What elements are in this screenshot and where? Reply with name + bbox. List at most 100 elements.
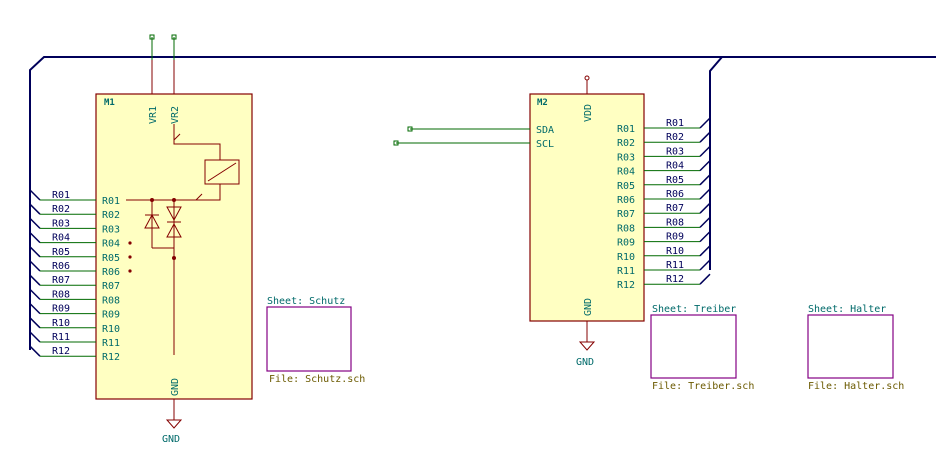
m2-net-label: R07 (666, 203, 684, 214)
m1-net-label: R05 (52, 247, 70, 258)
m1-bus-entry (29, 203, 41, 215)
vr2-no-connect (171, 34, 177, 40)
m1-pin-label: R03 (102, 224, 120, 235)
m2-pin-label: R03 (617, 152, 635, 163)
m1-pin-label: R05 (102, 253, 120, 264)
sheet-schutz-name: Sheet: Schutz (267, 296, 345, 307)
m2-bus-entry (699, 231, 711, 243)
m2-bus-entry (699, 216, 711, 228)
m1-pin-label: R01 (102, 196, 120, 207)
m2-net-label: R12 (666, 274, 684, 285)
m2-right-pins: R01R01R02R02R03R03R04R04R05R05R06R06R07R… (617, 117, 711, 291)
m1-net-label: R04 (52, 233, 70, 244)
m2-bus-entry (699, 117, 711, 129)
m1-pin-label: R12 (102, 352, 120, 363)
m2-pin-label: R10 (617, 252, 635, 263)
m1-pin-gnd: GND (170, 378, 181, 396)
sheet-treiber-name: Sheet: Treiber (652, 304, 736, 315)
m2-pin-label: R01 (617, 124, 635, 135)
sheet-schutz[interactable]: Sheet: Schutz File: Schutz.sch (266, 296, 365, 385)
m1-net-label: R08 (52, 289, 70, 300)
m2-pin-vdd: VDD (583, 104, 594, 122)
m1-relay-symbol (126, 124, 240, 355)
m1-pin-label: R04 (102, 239, 120, 250)
m1-junctions (128, 198, 176, 273)
m2-pin-label: R07 (617, 209, 635, 220)
m2-bus-entry (699, 273, 711, 285)
m2-pin-label: R12 (617, 280, 635, 291)
m1-bus-entry (29, 303, 41, 315)
m2-pin-label: R09 (617, 238, 635, 249)
m1-net-label: R06 (52, 261, 70, 272)
m1-ground-icon (165, 419, 183, 429)
m1-pin-label: R09 (102, 310, 120, 321)
m1-bus-entry (29, 317, 41, 329)
m1-bus-entry (29, 232, 41, 244)
sheet-schutz-file: File: Schutz.sch (269, 374, 365, 385)
m2-net-label: R05 (666, 175, 684, 186)
m1-pin-label: R08 (102, 295, 120, 306)
m1-bus-entry (29, 274, 41, 286)
m1-reference: M1 (104, 98, 115, 108)
m2-body[interactable] (529, 93, 645, 322)
sheet-schutz-box[interactable] (266, 306, 352, 372)
m2-bus-entry (699, 145, 711, 157)
m2-net-label: R06 (666, 189, 684, 200)
m1-pin-vr2: VR2 (170, 106, 181, 124)
m2-net-label: R02 (666, 132, 684, 143)
m2-bus-entry (699, 202, 711, 214)
sda-no-connect (407, 126, 413, 132)
m2-i2c-wires (396, 128, 530, 144)
m1-left-pins: R01R01R02R02R03R03R04R04R05R05R06R06R07R… (29, 189, 120, 363)
m2-pin-label: R08 (617, 223, 635, 234)
m1-pin-label: R02 (102, 210, 120, 221)
sheet-halter-box[interactable] (807, 314, 894, 379)
m1-net-label: R01 (52, 190, 70, 201)
m2-power-icon (584, 75, 590, 81)
m1-net-label: R09 (52, 304, 70, 315)
m2-net-label: R03 (666, 146, 684, 157)
m2-pin-label: R05 (617, 181, 635, 192)
m2-pin-scl: SCL (536, 139, 554, 150)
m1-pin-label: R06 (102, 267, 120, 278)
component-m1[interactable]: M1 VR1 VR2 (29, 34, 253, 445)
m1-bus-entry (29, 288, 41, 300)
m1-bus-entry (29, 189, 41, 201)
m1-bus-entry (29, 217, 41, 229)
sheet-treiber-box[interactable] (650, 314, 737, 379)
m1-pin-label: R10 (102, 324, 120, 335)
m1-bus-entry (29, 331, 41, 343)
m2-net-label: R09 (666, 232, 684, 243)
scl-no-connect (393, 140, 399, 146)
sheet-treiber-file: File: Treiber.sch (652, 381, 754, 392)
m2-net-label: R08 (666, 217, 684, 228)
m2-net-label: R04 (666, 161, 684, 172)
m2-net-label: R01 (666, 118, 684, 129)
m2-pin-label: R02 (617, 138, 635, 149)
m1-pin-vr1: VR1 (148, 106, 159, 124)
m2-ground-icon (578, 341, 596, 351)
m1-net-label: R10 (52, 318, 70, 329)
m2-bus-entry (699, 245, 711, 257)
m2-pin-label: R11 (617, 266, 635, 277)
m1-net-label: R12 (52, 346, 70, 357)
m2-net-label: R10 (666, 246, 684, 257)
m1-net-label: R02 (52, 204, 70, 215)
m1-top-wires (151, 37, 175, 60)
m1-pin-label: R07 (102, 281, 120, 292)
m2-pin-sda: SDA (536, 125, 554, 136)
m1-net-label: R07 (52, 275, 70, 286)
m2-pin-label: R04 (617, 167, 635, 178)
component-m2[interactable]: M2 VDD SDA SCL GND GND R01R01R02R02R03R0… (393, 75, 711, 368)
m2-reference: M2 (537, 98, 548, 108)
sheet-treiber[interactable]: Sheet: Treiber File: Treiber.sch (650, 304, 754, 392)
sheet-halter[interactable]: Sheet: Halter File: Halter.sch (807, 304, 904, 392)
m1-bus-entry (29, 260, 41, 272)
m2-bus-entry (699, 160, 711, 172)
m2-bus-entry (699, 188, 711, 200)
m2-pin-gnd: GND (583, 298, 594, 316)
m1-bus-entry (29, 345, 41, 357)
m2-net-label: R11 (666, 260, 684, 271)
m1-gnd-label: GND (162, 434, 180, 445)
